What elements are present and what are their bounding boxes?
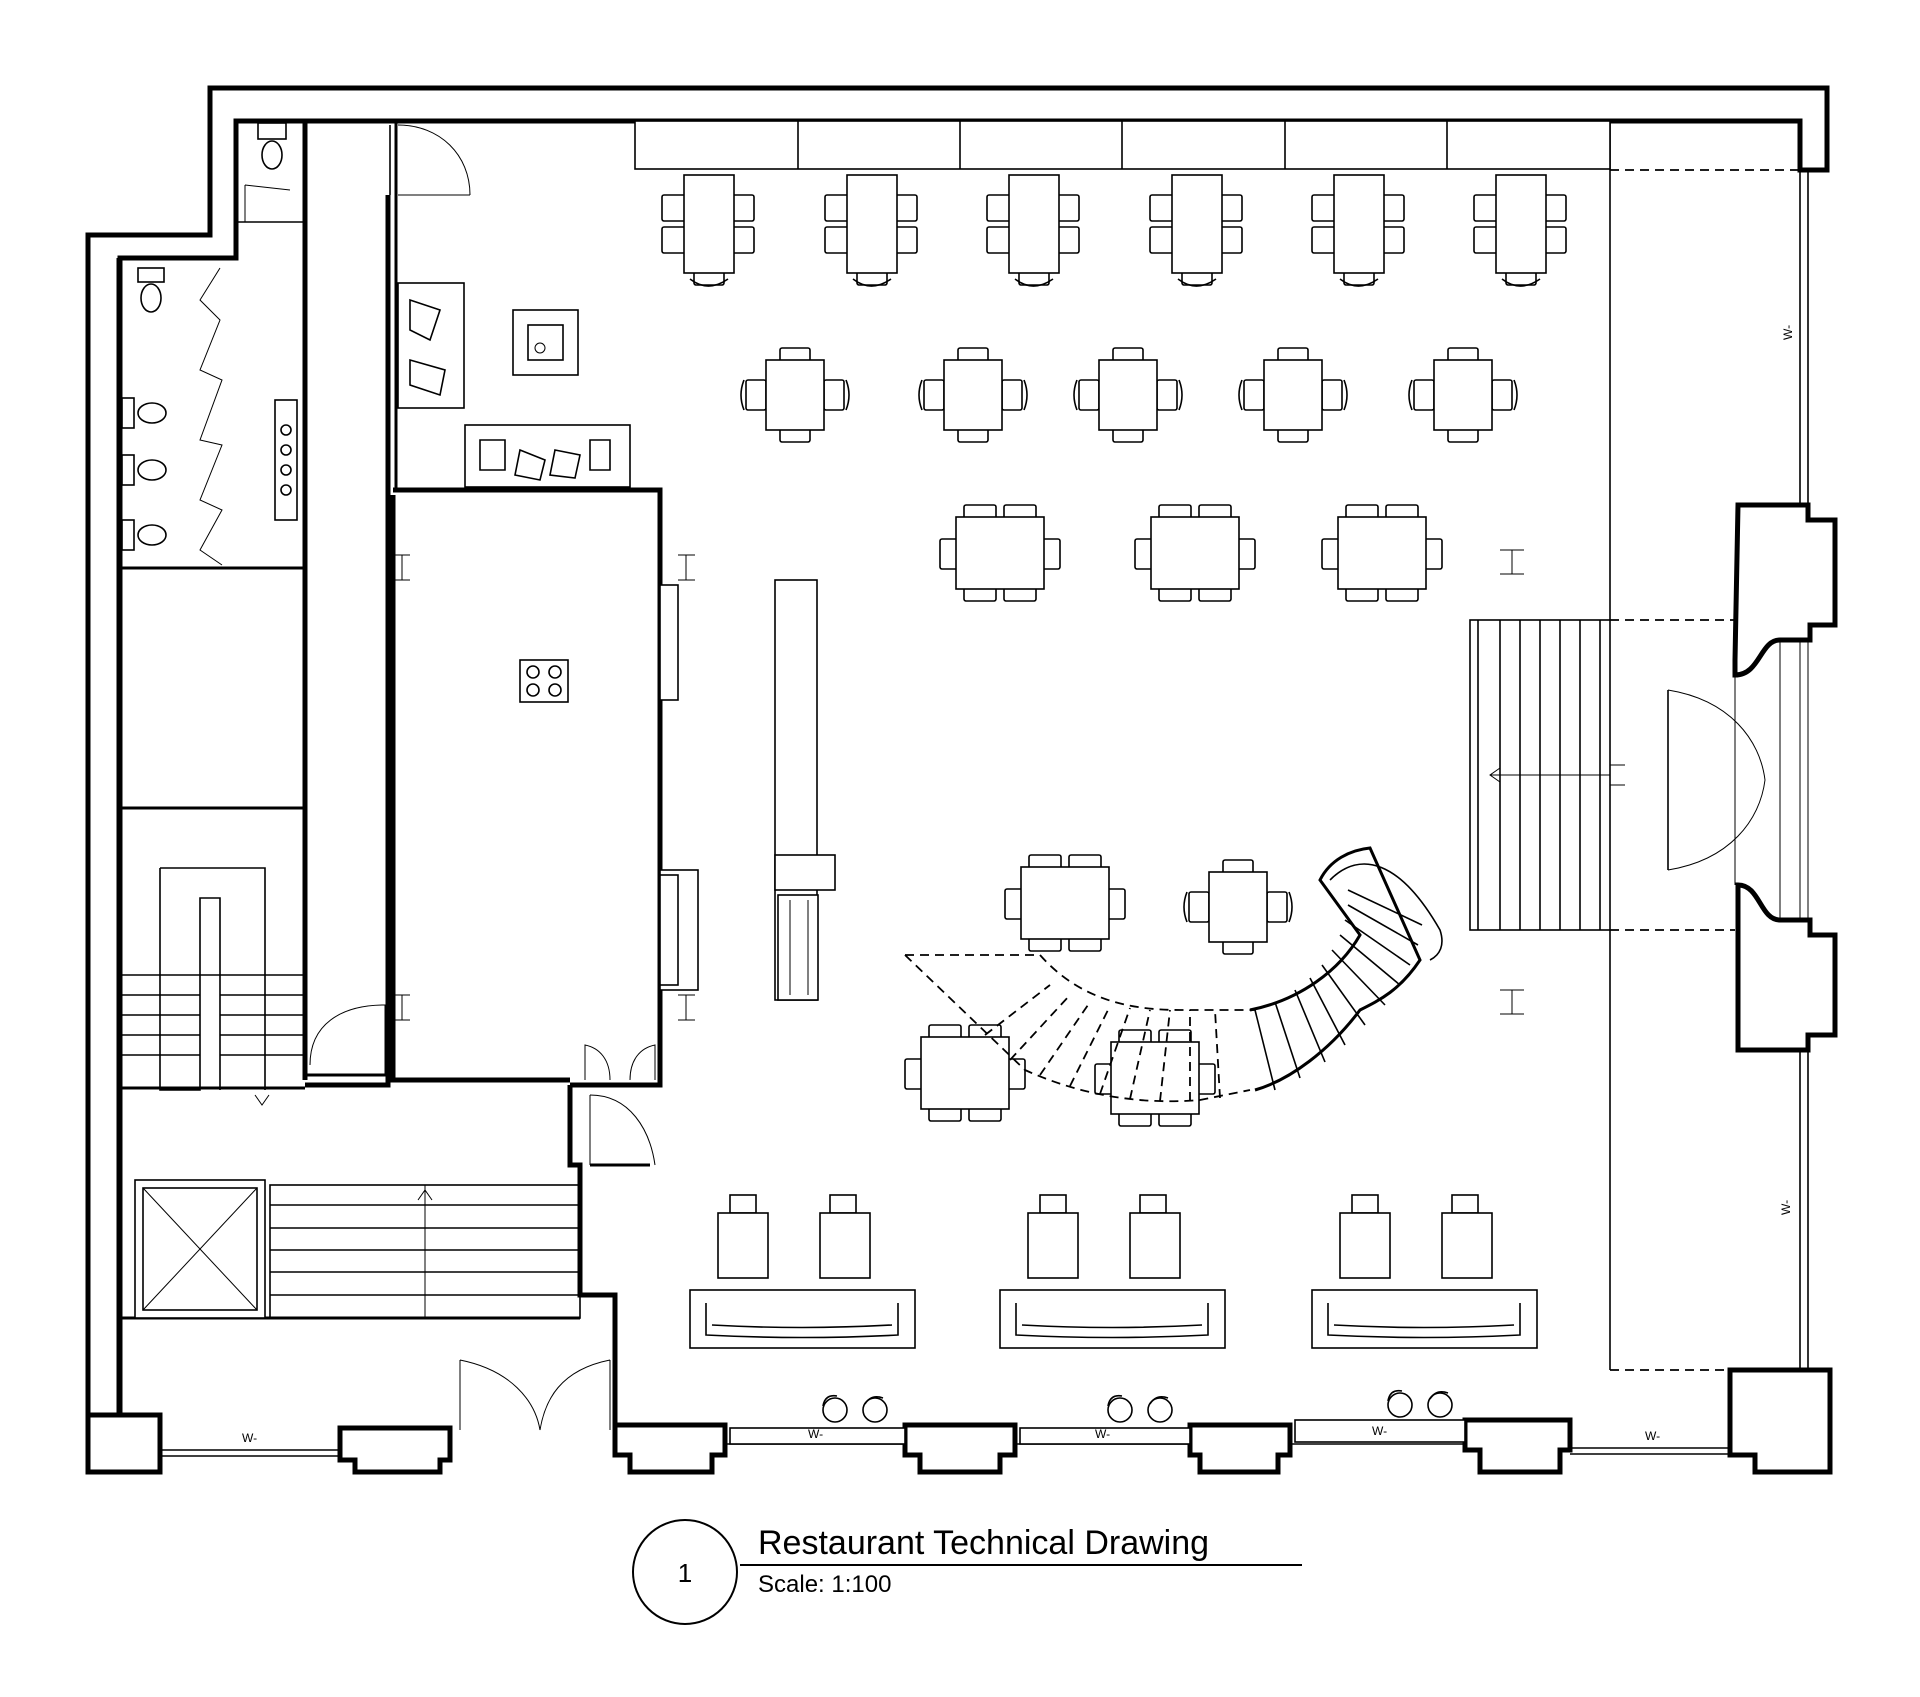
exterior-walls <box>85 85 1838 1475</box>
elevator <box>134 1179 266 1319</box>
window-tag: W- <box>1779 1200 1793 1215</box>
window-tags: W- W- W- W- W- W- W- <box>242 325 1795 1445</box>
interior-partitions <box>120 121 1800 1425</box>
window-tag: W- <box>1781 325 1795 340</box>
window-tag: W- <box>1095 1427 1110 1441</box>
kitchen <box>393 554 699 1081</box>
lobby-stairs <box>269 1004 656 1431</box>
window-counters <box>729 1389 1466 1445</box>
dining-tables-row-1 <box>661 174 1567 287</box>
back-stairs <box>120 867 305 1106</box>
drawing-title: Restaurant Technical Drawing <box>758 1524 1209 1562</box>
dining-tables-row-3 <box>939 504 1443 602</box>
drawing-number: 1 <box>678 1558 692 1588</box>
restrooms <box>121 122 298 566</box>
window-tag: W- <box>808 1427 823 1441</box>
structural-columns <box>1500 549 1524 1015</box>
entry-stair <box>1469 619 1625 931</box>
dining-tables-lower <box>904 854 1293 1127</box>
booths <box>689 1194 1538 1349</box>
window-tag: W- <box>242 1431 257 1445</box>
bar-counter <box>774 579 836 1001</box>
drawing-number-circle <box>632 1519 738 1625</box>
drawing-scale: Scale: 1:100 <box>758 1571 891 1598</box>
top-banquette <box>634 120 1611 170</box>
lounge <box>389 124 631 488</box>
curved-stair <box>904 846 1443 1103</box>
window-tag: W- <box>1372 1424 1387 1438</box>
window-tag: W- <box>1645 1429 1660 1443</box>
title-block: 1 Restaurant Technical Drawing Scale: 1:… <box>632 1519 1302 1625</box>
dining-tables-row-2 <box>740 347 1518 443</box>
entry-double-door <box>1667 640 1809 920</box>
